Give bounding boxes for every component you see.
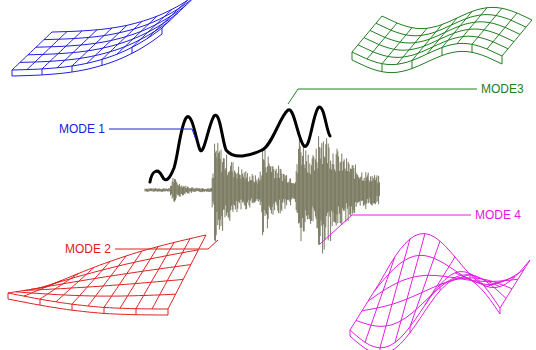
mesh-line xyxy=(147,1,187,39)
leader-lines xyxy=(109,89,477,249)
mesh-line xyxy=(380,234,530,288)
mode-label: MODE 2 xyxy=(64,242,112,256)
mesh-line xyxy=(472,8,502,44)
mesh-line xyxy=(102,21,142,59)
mode-shapes xyxy=(8,0,532,350)
mesh-line xyxy=(132,47,133,53)
mesh-line xyxy=(136,243,174,309)
mesh-line xyxy=(502,20,532,56)
mesh-line xyxy=(397,28,427,64)
mesh-line xyxy=(410,241,440,327)
mesh-line xyxy=(352,51,502,72)
waveform xyxy=(145,136,379,253)
mesh-line xyxy=(102,59,103,65)
mesh-line xyxy=(412,60,413,68)
mode-mesh xyxy=(350,234,530,350)
mode-mesh xyxy=(352,7,532,72)
mesh-line xyxy=(352,52,353,60)
mode-mesh xyxy=(8,235,206,315)
leader-line xyxy=(115,240,218,249)
mesh-line xyxy=(350,278,500,350)
mesh-line xyxy=(500,260,530,308)
mesh-line xyxy=(56,267,94,301)
mesh-line xyxy=(470,274,471,280)
mesh-line xyxy=(382,28,412,64)
mesh-line xyxy=(382,64,383,72)
mesh-line xyxy=(52,0,202,32)
mode-label: MODE 4 xyxy=(474,208,522,222)
mesh-line xyxy=(502,56,503,64)
mode-label: MODE3 xyxy=(480,82,525,96)
mesh-line xyxy=(104,307,105,313)
mesh-line xyxy=(72,28,112,66)
mesh-line xyxy=(380,239,410,348)
mesh-line xyxy=(136,309,137,315)
mesh-line xyxy=(350,330,351,336)
mesh-line xyxy=(485,277,515,287)
mesh-line xyxy=(88,256,126,306)
mesh-line xyxy=(365,257,395,343)
mesh-line xyxy=(168,235,206,309)
mesh-line xyxy=(350,282,380,330)
mesh-line xyxy=(380,348,381,350)
mesh-line xyxy=(40,299,41,305)
mesh-line xyxy=(442,48,443,56)
mesh-line xyxy=(8,299,168,315)
mesh-line xyxy=(472,44,473,52)
leader-line xyxy=(109,129,196,140)
mesh-line xyxy=(457,8,487,44)
mesh-line xyxy=(12,70,13,76)
mode-mesh xyxy=(12,0,202,76)
mesh-line xyxy=(87,25,127,63)
mesh-line xyxy=(470,274,500,287)
mesh-line xyxy=(162,0,202,28)
mesh-line xyxy=(440,274,470,284)
mesh-line xyxy=(12,34,162,76)
mesh-line xyxy=(44,0,194,40)
mesh-line xyxy=(42,69,43,75)
mesh-line xyxy=(72,261,110,304)
mesh-line xyxy=(8,293,9,299)
mesh-line xyxy=(104,251,142,307)
mesh-line xyxy=(356,275,506,327)
leader-line xyxy=(320,215,471,244)
leader-line xyxy=(288,89,477,104)
mesh-line xyxy=(162,28,163,34)
mesh-line xyxy=(8,287,46,293)
mesh-line xyxy=(38,250,198,288)
envelope-curve xyxy=(150,107,330,182)
waveform-trace xyxy=(145,136,379,253)
mesh-line xyxy=(57,30,97,68)
mesh-line xyxy=(168,309,169,315)
mesh-line xyxy=(72,66,73,72)
mode-label: MODE 1 xyxy=(58,122,106,136)
mesh-line xyxy=(412,25,442,61)
mesh-line xyxy=(23,279,183,290)
mesh-line xyxy=(72,304,73,310)
mesh-line xyxy=(120,247,158,309)
mesh-line xyxy=(367,23,397,59)
mesh-line xyxy=(442,12,472,48)
